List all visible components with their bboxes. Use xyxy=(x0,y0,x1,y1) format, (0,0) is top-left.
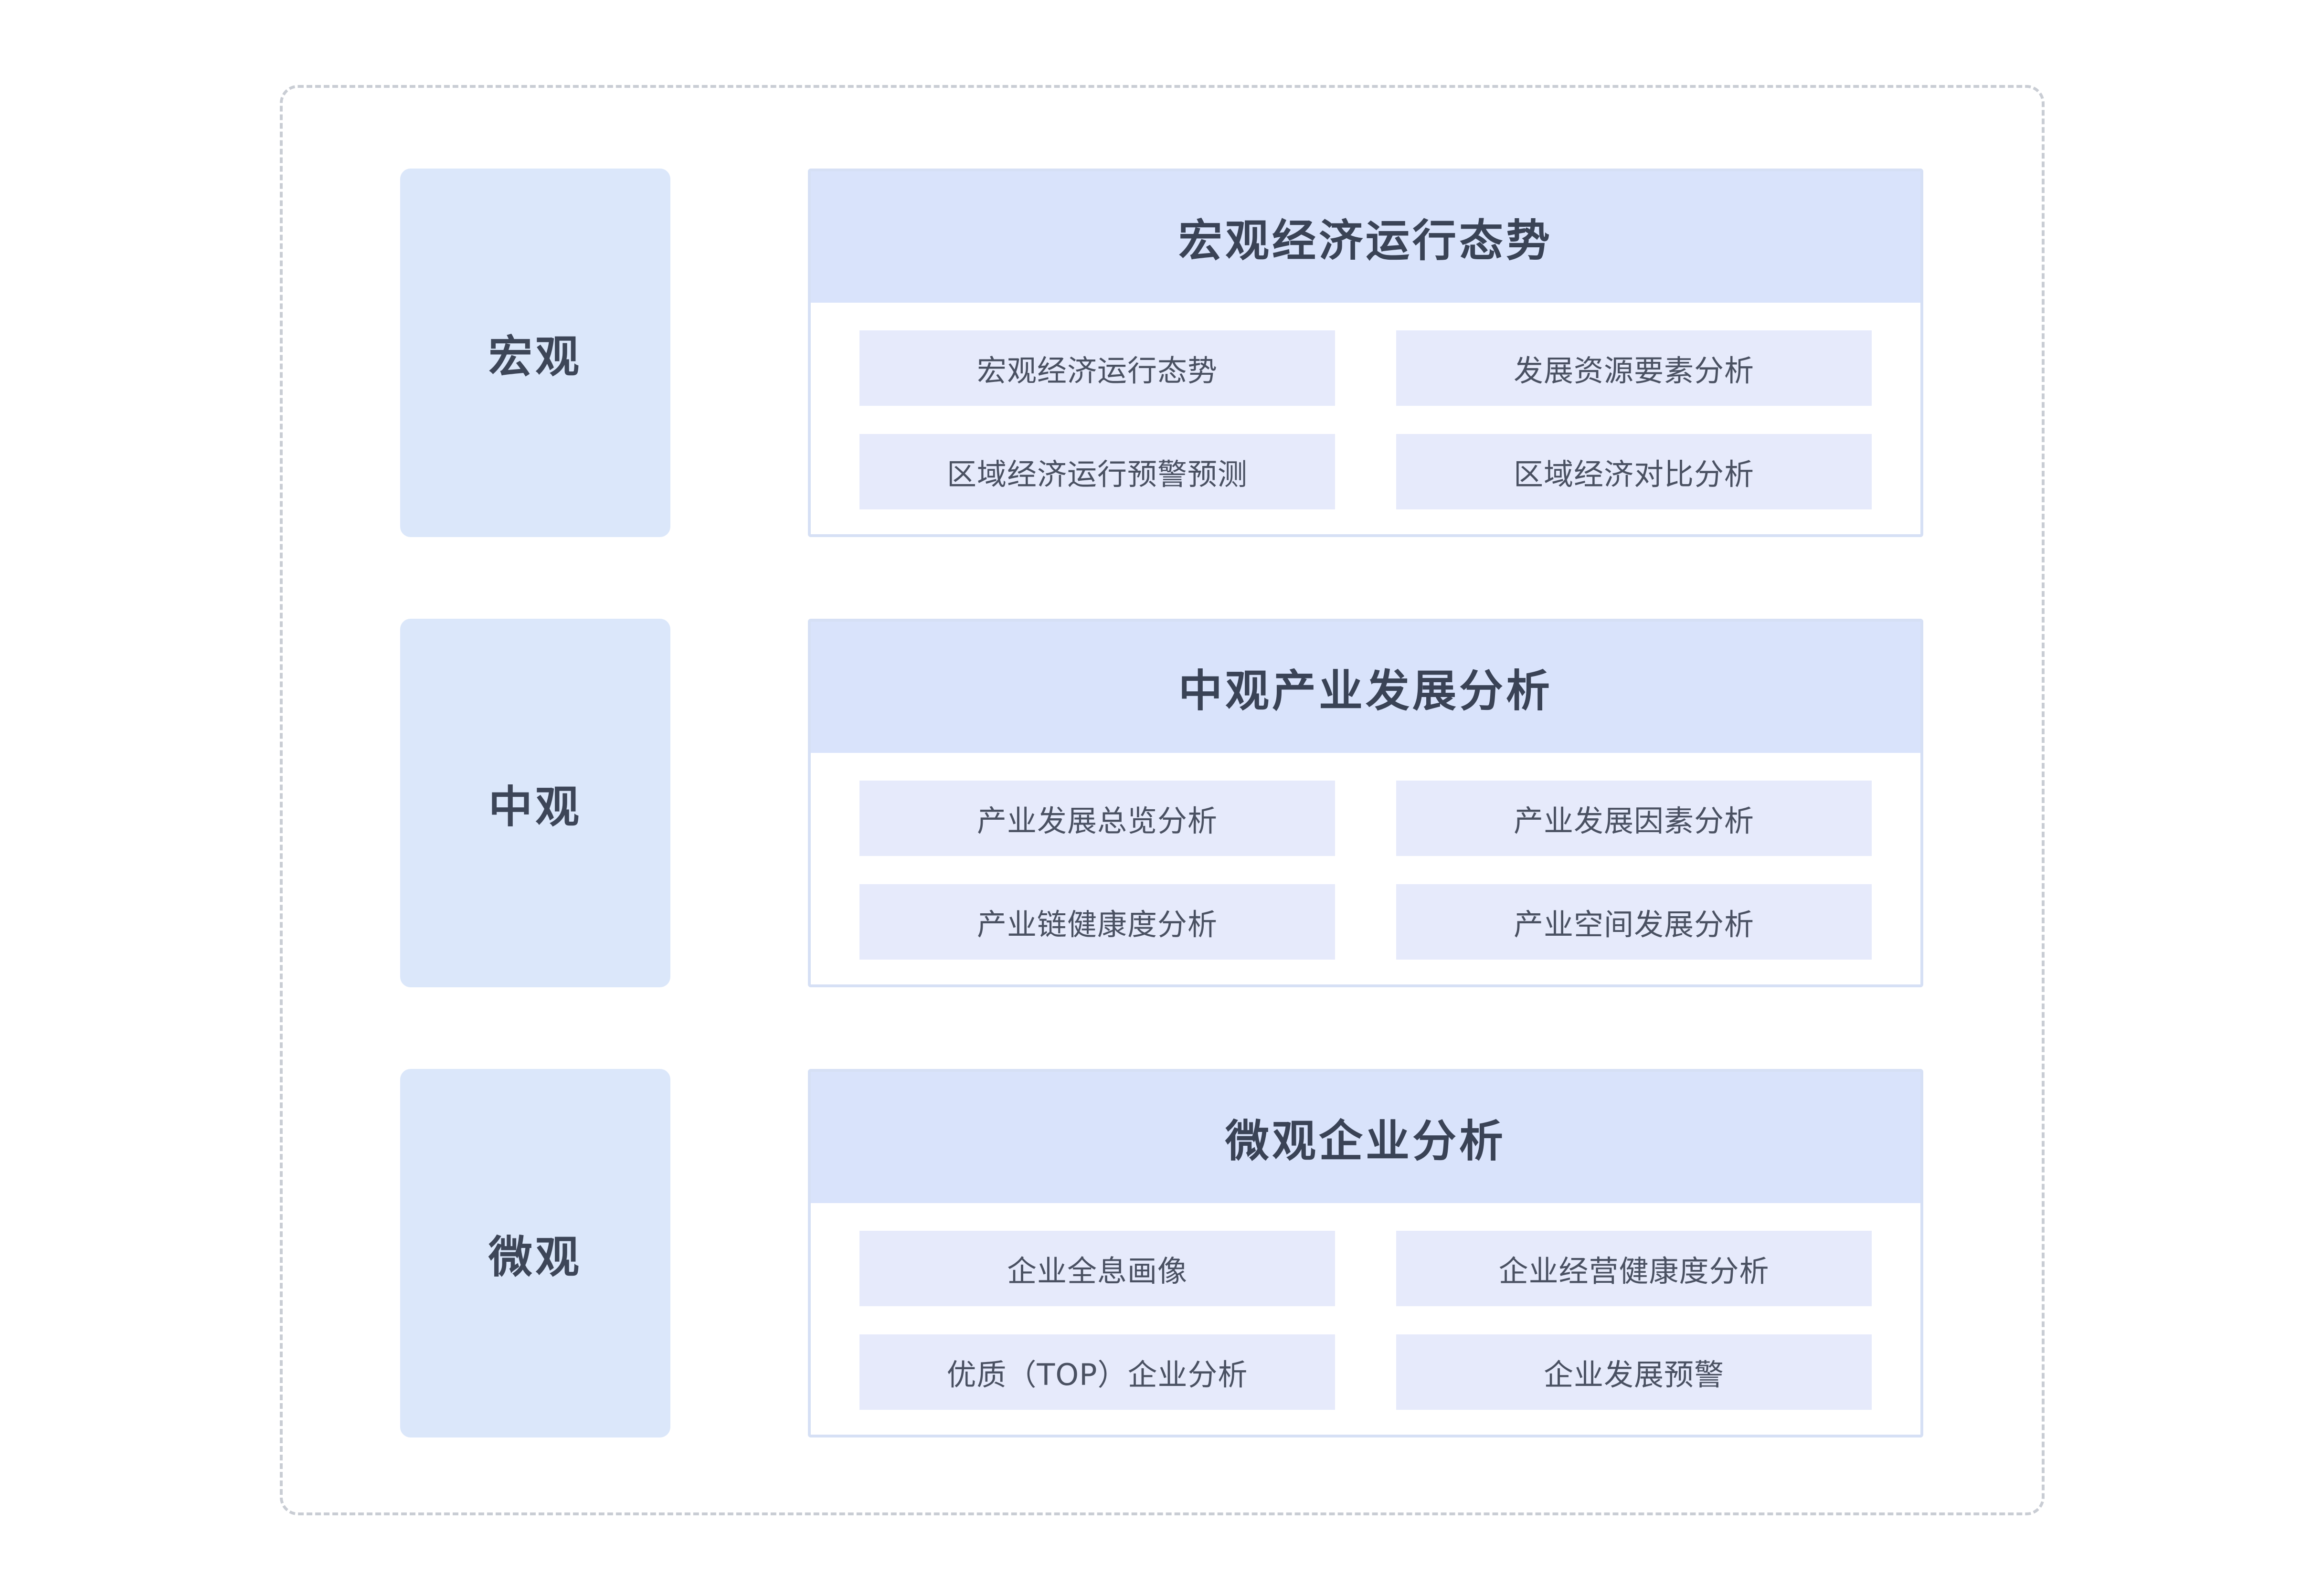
item-box: 区域经济运行预警预测 xyxy=(859,434,1335,509)
panel-micro: 微观企业分析 企业全息画像 企业经营健康度分析 优质（TOP）企业分析 企业发展… xyxy=(808,1069,1923,1437)
item-box: 发展资源要素分析 xyxy=(1396,330,1872,406)
panel-header: 微观企业分析 xyxy=(811,1072,1920,1203)
item-grid: 宏观经济运行态势 发展资源要素分析 区域经济运行预警预测 区域经济对比分析 xyxy=(811,303,1920,534)
item-box: 优质（TOP）企业分析 xyxy=(859,1334,1335,1410)
item-box: 产业发展因素分析 xyxy=(1396,781,1872,856)
outer-dashed-frame xyxy=(280,85,2045,1515)
panel-meso: 中观产业发展分析 产业发展总览分析 产业发展因素分析 产业链健康度分析 产业空间… xyxy=(808,619,1923,987)
level-label: 中观 xyxy=(488,781,582,833)
item-label: 发展资源要素分析 xyxy=(1513,353,1754,388)
item-label: 产业空间发展分析 xyxy=(1513,907,1754,942)
item-label: 区域经济对比分析 xyxy=(1513,457,1754,492)
level-box-macro: 宏观 xyxy=(400,169,670,537)
level-label: 宏观 xyxy=(488,331,582,382)
level-label: 微观 xyxy=(488,1231,582,1283)
item-box: 企业经营健康度分析 xyxy=(1396,1231,1872,1306)
panel-macro: 宏观经济运行态势 宏观经济运行态势 发展资源要素分析 区域经济运行预警预测 区域… xyxy=(808,169,1923,537)
panel-title: 中观产业发展分析 xyxy=(1178,666,1553,717)
panel-title: 微观企业分析 xyxy=(1225,1116,1506,1167)
item-grid: 产业发展总览分析 产业发展因素分析 产业链健康度分析 产业空间发展分析 xyxy=(811,753,1920,984)
level-row-macro: 宏观 宏观经济运行态势 宏观经济运行态势 发展资源要素分析 区域经济运行预警预测… xyxy=(0,169,2311,537)
item-box: 企业发展预警 xyxy=(1396,1334,1872,1410)
panel-header: 宏观经济运行态势 xyxy=(811,171,1920,303)
item-label: 企业全息画像 xyxy=(1007,1254,1187,1289)
item-box: 宏观经济运行态势 xyxy=(859,330,1335,406)
item-box: 区域经济对比分析 xyxy=(1396,434,1872,509)
item-label: 区域经济运行预警预测 xyxy=(946,457,1248,492)
item-grid: 企业全息画像 企业经营健康度分析 优质（TOP）企业分析 企业发展预警 xyxy=(811,1203,1920,1435)
item-box: 产业发展总览分析 xyxy=(859,781,1335,856)
item-box: 企业全息画像 xyxy=(859,1231,1335,1306)
level-row-micro: 微观 微观企业分析 企业全息画像 企业经营健康度分析 优质（TOP）企业分析 企… xyxy=(0,1069,2311,1437)
item-label: 企业经营健康度分析 xyxy=(1498,1254,1770,1289)
level-row-meso: 中观 中观产业发展分析 产业发展总览分析 产业发展因素分析 产业链健康度分析 产… xyxy=(0,619,2311,987)
item-label: 产业发展总览分析 xyxy=(976,803,1218,838)
item-box: 产业空间发展分析 xyxy=(1396,884,1872,960)
level-box-micro: 微观 xyxy=(400,1069,670,1437)
item-label: 产业链健康度分析 xyxy=(976,907,1218,942)
panel-title: 宏观经济运行态势 xyxy=(1178,215,1553,266)
panel-header: 中观产业发展分析 xyxy=(811,622,1920,753)
item-label: 产业发展因素分析 xyxy=(1513,803,1754,838)
item-label: 优质（TOP）企业分析 xyxy=(946,1357,1248,1392)
item-label: 宏观经济运行态势 xyxy=(976,353,1218,388)
item-label: 企业发展预警 xyxy=(1543,1357,1724,1392)
item-box: 产业链健康度分析 xyxy=(859,884,1335,960)
level-box-meso: 中观 xyxy=(400,619,670,987)
